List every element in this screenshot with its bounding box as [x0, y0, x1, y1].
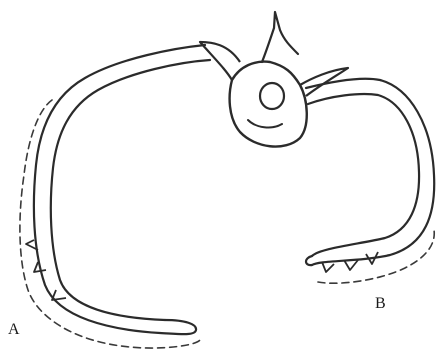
apical-process	[262, 12, 298, 62]
dashed-sheath-a	[20, 100, 200, 348]
label-b: B	[375, 295, 386, 312]
nucleus	[260, 83, 284, 109]
label-a: A	[8, 321, 20, 338]
right-process-inner	[308, 94, 419, 256]
spines-a	[26, 240, 66, 300]
right-process-outer	[306, 79, 434, 265]
left-process-inner	[51, 60, 210, 320]
left-process-outer	[34, 45, 205, 334]
right-process-tip	[306, 256, 312, 265]
right-horn	[300, 68, 348, 96]
